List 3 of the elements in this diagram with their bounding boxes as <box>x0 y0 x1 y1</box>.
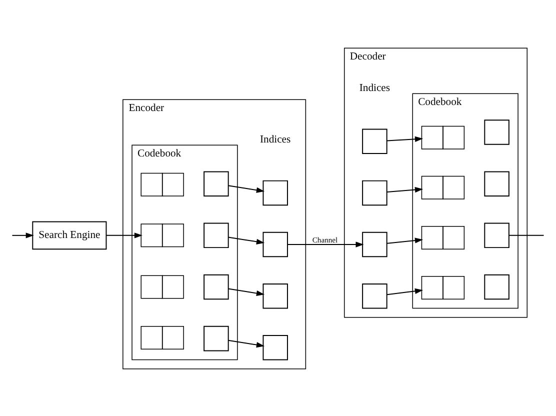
edge-label: Channel <box>312 234 338 244</box>
label: Indices <box>260 134 291 146</box>
label: Indices <box>359 82 390 94</box>
